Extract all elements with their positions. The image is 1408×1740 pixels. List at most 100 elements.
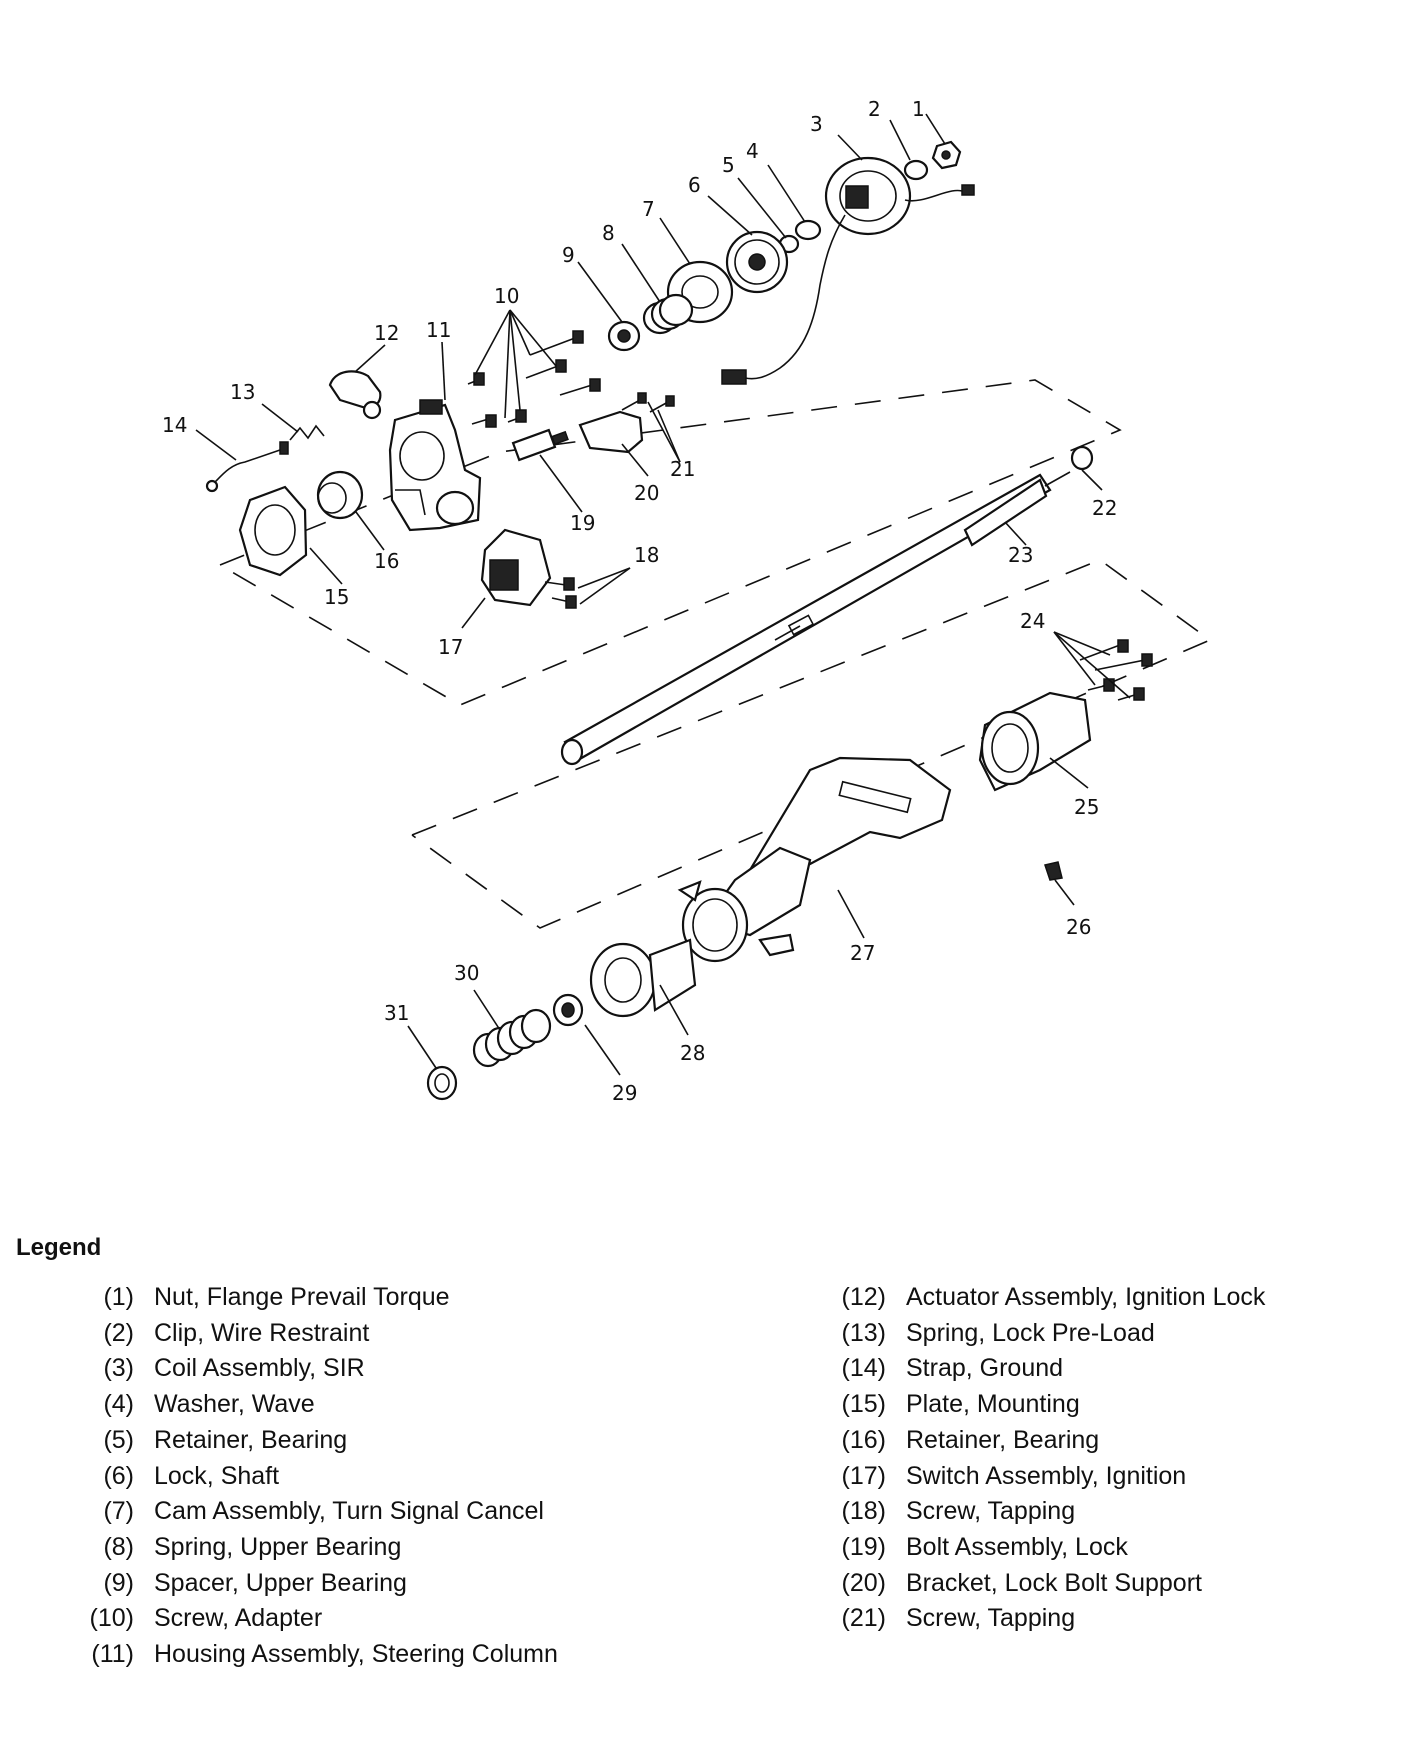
part-tapping-screws-18 — [544, 577, 577, 609]
leader-lines — [195, 113, 1131, 1076]
legend-item: (12)Actuator Assembly, Ignition Lock — [810, 1280, 1266, 1316]
callout-7: 7 — [642, 197, 655, 221]
exploded-diagram: 1 2 3 4 5 6 7 8 9 10 11 12 13 14 15 16 1… — [162, 97, 1212, 1105]
legend-number: (11) — [91, 1640, 134, 1669]
part-nut-flange — [931, 140, 962, 170]
legend-item: (20) Bracket, Lock Bolt Support — [810, 1566, 1265, 1602]
legend-number: (17) — [841, 1461, 886, 1490]
callout-25: 25 — [1074, 795, 1099, 819]
legend-label: Cam Assembly, Turn Signal Cancel — [154, 1497, 544, 1526]
legend-item: (8)Spring, Upper Bearing — [58, 1530, 558, 1566]
legend-number: (20) — [841, 1568, 886, 1597]
legend-item: (15)Plate, Mounting — [810, 1387, 1265, 1423]
part-clip-26 — [1044, 861, 1063, 881]
legend-item: (11) Housing Assembly, Steering Column — [58, 1637, 558, 1673]
callout-29: 29 — [612, 1081, 637, 1105]
legend-label: Nut, Flange Prevail Torque — [154, 1283, 450, 1311]
legend-list-right: (12)Actuator Assembly, Ignition Lock (13… — [810, 1280, 1266, 1637]
legend-label: Spacer, Upper Bearing — [154, 1568, 407, 1597]
callout-26: 26 — [1066, 915, 1091, 939]
legend-number: (6) — [103, 1461, 134, 1490]
part-bushing-29 — [552, 993, 584, 1027]
callout-22: 22 — [1092, 496, 1117, 520]
part-bearing-housing-28 — [589, 938, 697, 1018]
part-lock-preload-spring — [289, 424, 325, 441]
dashed-alignment-box-lower — [411, 559, 1212, 929]
legend-item: (3) Coil Assembly, SIR — [58, 1351, 558, 1387]
part-bearing-retainer-lower — [316, 470, 364, 520]
callout-labels: 1 2 3 4 5 6 7 8 9 10 11 12 13 14 15 16 1… — [162, 97, 1117, 1105]
callout-10: 10 — [494, 284, 519, 308]
legend-number: (7) — [103, 1497, 134, 1526]
callout-20: 20 — [634, 481, 659, 505]
legend-label: Screw, Tapping — [906, 1497, 1076, 1526]
legend-label: Housing Assembly, Steering Column — [154, 1640, 558, 1669]
legend-number: (3) — [103, 1354, 134, 1383]
callout-11: 11 — [426, 318, 451, 342]
callout-21: 21 — [670, 457, 695, 481]
callout-27: 27 — [850, 941, 875, 965]
part-lock-bolt — [511, 428, 569, 462]
part-wave-washer — [794, 219, 822, 241]
part-mounting-plate — [238, 485, 308, 577]
legend-item: (5)Retainer, Bearing — [58, 1423, 558, 1459]
legend-item: (4)Washer, Wave — [58, 1387, 558, 1423]
legend-item: (7) Cam Assembly, Turn Signal Cancel — [58, 1494, 558, 1530]
legend-item: (13) Spring, Lock Pre-Load — [810, 1316, 1265, 1352]
part-wire-clip — [903, 159, 929, 181]
part-spring-30 — [472, 1008, 552, 1068]
legend-number: (18) — [841, 1497, 886, 1526]
callout-24: 24 — [1020, 609, 1045, 633]
legend-number: (10) — [89, 1604, 134, 1633]
part-retainer-31 — [426, 1065, 458, 1101]
callout-17: 17 — [438, 635, 463, 659]
legend-item: (14) Strap, Ground — [810, 1351, 1265, 1387]
legend-label: Bracket, Lock Bolt Support — [906, 1568, 1202, 1597]
legend-label: Washer, Wave — [154, 1390, 315, 1419]
legend-number: (2) — [103, 1318, 134, 1347]
part-ignition-lock-actuator — [328, 370, 382, 420]
callout-2: 2 — [868, 97, 881, 121]
legend-item: (9)Spacer, Upper Bearing — [58, 1566, 558, 1602]
part-steering-shaft — [560, 471, 1071, 766]
legend-title: Legend — [16, 1234, 102, 1261]
callout-28: 28 — [680, 1041, 705, 1065]
legend-label: Screw, Adapter — [154, 1604, 323, 1633]
part-coil-assembly — [721, 156, 975, 385]
legend-number: (16) — [841, 1425, 886, 1454]
legend-number: (15) — [841, 1390, 886, 1419]
callout-14: 14 — [162, 413, 187, 437]
callout-6: 6 — [688, 173, 701, 197]
legend-number: (13) — [841, 1318, 886, 1347]
part-column-housing — [388, 399, 482, 532]
callout-19: 19 — [570, 511, 595, 535]
callout-18: 18 — [634, 543, 659, 567]
callout-8: 8 — [602, 221, 615, 245]
callout-16: 16 — [374, 549, 399, 573]
part-tapping-screws-21 — [621, 392, 675, 413]
legend-label: Actuator Assembly, Ignition Lock — [906, 1283, 1266, 1311]
legend-number: (19) — [841, 1532, 886, 1561]
legend-number: (14) — [841, 1354, 886, 1383]
legend-label: Strap, Ground — [906, 1354, 1064, 1383]
part-lock-bolt-bracket — [578, 410, 644, 454]
legend-label: Retainer, Bearing — [906, 1425, 1100, 1454]
callout-5: 5 — [722, 153, 735, 177]
legend-label: Clip, Wire Restraint — [154, 1318, 370, 1347]
legend-item: (18) Screw, Tapping — [810, 1494, 1265, 1530]
callout-31: 31 — [384, 1001, 409, 1025]
callout-13: 13 — [230, 380, 255, 404]
legend-label: Spring, Upper Bearing — [154, 1532, 402, 1561]
part-ignition-switch — [480, 528, 552, 607]
part-shaft-lock — [725, 230, 789, 294]
legend-list-left: (1)Nut, Flange Prevail Torque (2)Clip, W… — [58, 1280, 558, 1673]
legend-label: Coil Assembly, SIR — [154, 1354, 365, 1383]
callout-3: 3 — [810, 112, 823, 136]
legend-item: (21)Screw, Tapping — [810, 1601, 1265, 1637]
part-column-jacket — [677, 756, 952, 963]
legend-label: Retainer, Bearing — [154, 1425, 348, 1454]
legend-item: (19)Bolt Assembly, Lock — [810, 1530, 1265, 1566]
legend-label: Spring, Lock Pre-Load — [906, 1318, 1155, 1347]
part-upper-bearing-spacer — [607, 320, 641, 352]
callout-23: 23 — [1008, 543, 1033, 567]
